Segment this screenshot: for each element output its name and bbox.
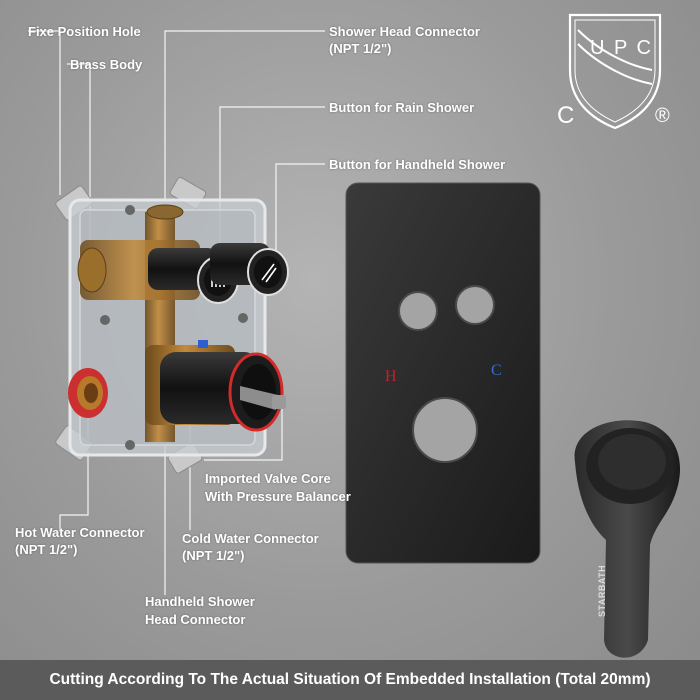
diverter-buttons [148,243,289,304]
callout-cold-water-connector-spec: (NPT 1/2") [182,548,245,563]
upc-shield-logo [568,13,662,130]
callout-cold-water-connector: Cold Water Connector [182,531,319,546]
callout-button-rain-shower: Button for Rain Shower [329,100,475,115]
callout-valve-core: Imported Valve Core [205,471,331,486]
callout-handheld-head-connector-detail: Head Connector [145,612,246,627]
hot-mark: H [385,368,397,385]
callout-shower-head-connector: Shower Head Connector [329,24,480,39]
callout-button-handheld-shower: Button for Handheld Shower [329,157,506,172]
callout-hot-water-connector-spec: (NPT 1/2") [15,542,78,557]
handheld-shower-icon [261,263,277,283]
trim-plate [345,182,541,564]
brand-logo-text: STARBATH [597,564,607,617]
callout-brass-body: Brass Body [70,57,143,72]
cold-mark: C [491,362,502,379]
upc-c-mark: C [557,102,575,129]
upc-letters: U P C [590,37,653,59]
callout-handheld-head-connector: Handheld Shower [145,594,255,609]
callout-hot-water-connector: Hot Water Connector [15,525,145,540]
valve-cartridge [160,352,286,432]
registered-mark: ® [655,105,670,127]
lever-handle [574,420,681,658]
callout-shower-head-connector-spec: (NPT 1/2") [329,41,392,56]
rough-in-valve-body [55,176,267,474]
callout-fixed-position-hole: Fixe Position Hole [28,24,141,39]
footer-caption: Cutting According To The Actual Situatio… [0,660,700,700]
callout-valve-core-detail: With Pressure Balancer [205,489,351,504]
